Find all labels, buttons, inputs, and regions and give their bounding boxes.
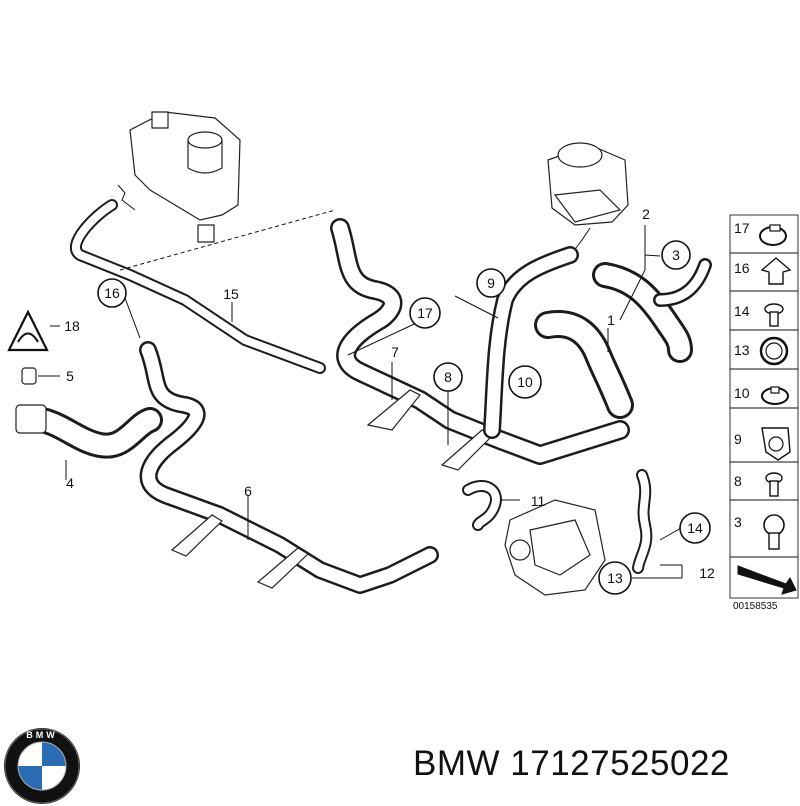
legend-item-14: 14 (734, 303, 784, 327)
thermostat-housing (547, 142, 629, 253)
svg-text:16: 16 (104, 285, 120, 301)
legend-item-17: 17 (734, 220, 787, 246)
parts-legend: 17 16 14 13 10 9 8 (729, 214, 799, 612)
hose-7 (330, 218, 630, 471)
callout-16: 16 (97, 278, 127, 308)
callout-2: 2 (642, 206, 650, 222)
svg-text:14: 14 (734, 303, 750, 319)
expansion-tank (117, 111, 241, 243)
svg-text:8: 8 (444, 369, 452, 385)
hose-4 (15, 404, 163, 459)
hose-15 (70, 199, 336, 374)
hose-1 (534, 310, 634, 419)
callout-17: 17 (409, 297, 441, 329)
callout-7: 7 (391, 344, 399, 360)
callout-6: 6 (244, 483, 252, 499)
sensor-5 (21, 367, 60, 385)
legend-item-10: 10 (734, 385, 789, 405)
svg-text:18: 18 (64, 318, 80, 334)
legend-item-13: 13 (734, 336, 789, 366)
hose-2 (592, 258, 712, 363)
legend-item-16: 16 (734, 257, 792, 285)
water-pump (504, 499, 606, 596)
svg-text:13: 13 (607, 570, 623, 586)
svg-text:3: 3 (734, 514, 742, 530)
legend-arrow-icon (737, 565, 797, 595)
bmw-logo: BMW (4, 728, 80, 804)
svg-text:9: 9 (487, 275, 495, 291)
svg-text:9: 9 (734, 431, 742, 447)
bmw-logo-lettering: BMW (26, 730, 58, 740)
callout-4: 4 (66, 475, 74, 491)
callout-11: 11 (531, 493, 546, 509)
callout-12: 12 (699, 565, 715, 581)
svg-text:6: 6 (244, 483, 252, 499)
hose-9 (483, 246, 579, 439)
svg-text:17: 17 (417, 305, 433, 321)
svg-text:10: 10 (734, 385, 750, 401)
svg-text:4: 4 (66, 475, 74, 491)
part-number-caption: BMW 17127525022 (413, 744, 730, 783)
hose-6 (139, 341, 439, 594)
svg-text:15: 15 (223, 286, 239, 302)
legend-item-9: 9 (734, 427, 791, 461)
legend-reference-number: 00158535 (733, 601, 778, 612)
legend-item-8: 8 (734, 472, 783, 497)
legend-item-3: 3 (734, 514, 785, 550)
callout-9: 9 (476, 268, 506, 298)
svg-text:2: 2 (642, 206, 650, 222)
svg-text:8: 8 (734, 473, 742, 489)
hose-11 (462, 480, 502, 531)
callout-8: 8 (433, 362, 463, 392)
warning-label-18 (7, 309, 60, 352)
svg-text:17: 17 (734, 220, 750, 236)
svg-text:10: 10 (517, 374, 533, 390)
svg-text:13: 13 (734, 342, 750, 358)
callout-15: 15 (223, 286, 239, 302)
callout-14: 14 (679, 512, 711, 544)
svg-text:12: 12 (699, 565, 715, 581)
callout-5: 5 (66, 368, 74, 384)
callout-1: 1 (607, 312, 615, 328)
svg-text:3: 3 (672, 247, 680, 263)
svg-text:5: 5 (66, 368, 74, 384)
svg-text:1: 1 (607, 312, 615, 328)
hose-12 (632, 469, 653, 574)
svg-text:11: 11 (531, 493, 546, 509)
callout-18: 18 (64, 318, 80, 334)
svg-text:16: 16 (734, 260, 750, 276)
svg-text:7: 7 (391, 344, 399, 360)
svg-text:14: 14 (687, 520, 703, 536)
callout-13: 13 (598, 561, 632, 595)
callout-10: 10 (508, 365, 542, 399)
callout-3: 3 (661, 240, 691, 270)
